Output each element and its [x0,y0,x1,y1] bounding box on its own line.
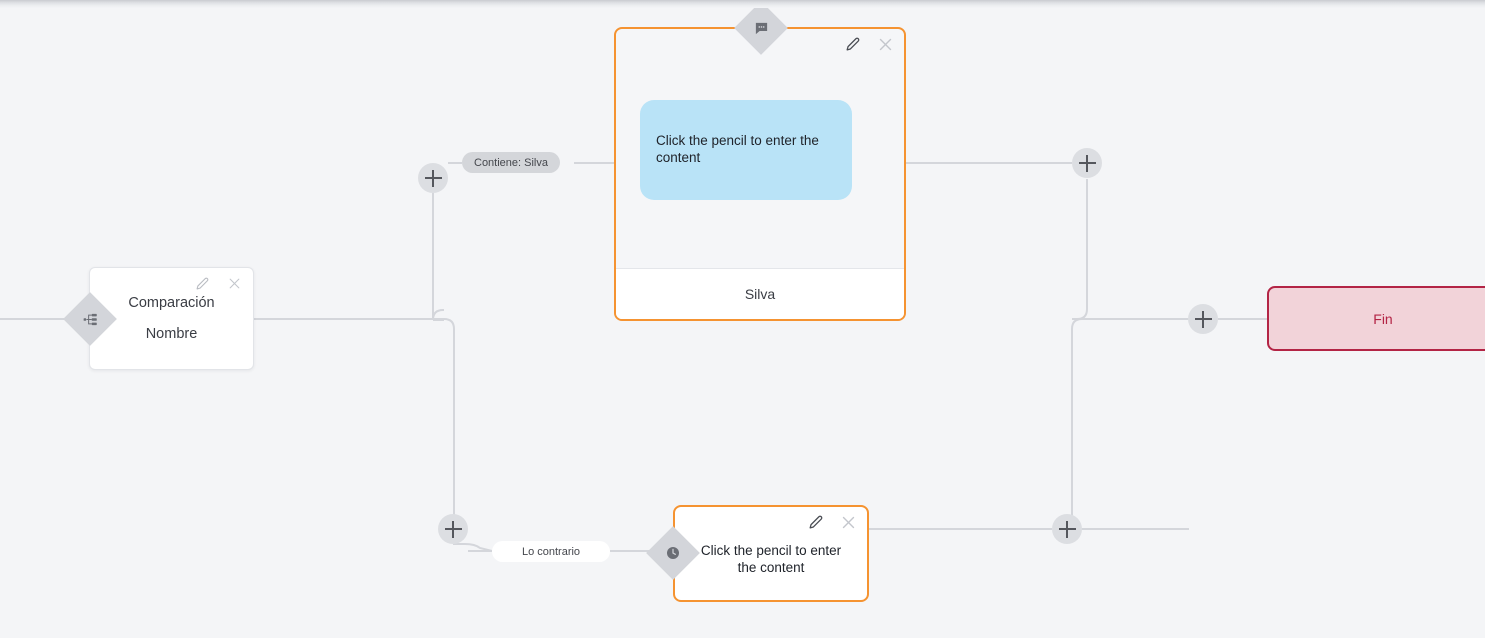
message-bubble: Click the pencil to enter the content [640,99,852,200]
branch-split-glyph [81,310,99,328]
node-wait-actions [807,513,857,531]
node-comparacion-body: Comparación Nombre [90,268,253,369]
edge-comparacion-out [254,318,455,520]
close-icon[interactable] [876,35,894,53]
pencil-icon[interactable] [193,274,211,292]
edge-label-contiene[interactable]: Contiene: Silva [462,152,560,173]
add-node-button-after-wait[interactable] [1052,514,1082,544]
clock-glyph [664,544,682,562]
edge-bottom-right-corner [1071,329,1083,530]
node-wait-body: Click the pencil to enter the content [700,542,842,575]
node-message-bubble-area: Click the pencil to enter the content [616,29,904,270]
node-message-actions [844,35,894,53]
add-node-button-branch-false[interactable] [438,514,468,544]
node-comparacion[interactable]: Comparación Nombre [89,267,254,370]
edge-right-riser [1071,318,1189,330]
node-wait[interactable]: Click the pencil to enter the content [673,505,869,602]
add-node-button-branch-true[interactable] [418,163,448,193]
add-node-button-after-message[interactable] [1072,148,1102,178]
pencil-icon[interactable] [844,35,862,53]
message-bubble-glyph [752,19,770,37]
node-comparacion-title: Comparación [128,295,215,311]
node-comparacion-subtitle: Nombre [145,326,198,342]
pencil-icon[interactable] [807,513,825,531]
edge-label-lo-contrario[interactable]: Lo contrario [492,541,610,562]
node-message-footer: Silva [616,268,904,319]
edge-false-to-label [453,543,493,552]
message-bubble-icon[interactable] [734,1,788,55]
node-message[interactable]: Click the pencil to enter the content Si… [614,27,906,321]
node-fin[interactable]: Fin [1267,286,1485,351]
branch-split-icon[interactable] [63,292,117,346]
close-icon[interactable] [839,513,857,531]
close-icon[interactable] [225,274,243,292]
node-fin-label: Fin [1373,310,1393,327]
node-comparacion-actions [193,274,243,292]
clock-icon[interactable] [646,526,700,580]
edge-plus-down-right [1072,179,1088,320]
add-node-button-before-fin[interactable] [1188,304,1218,334]
